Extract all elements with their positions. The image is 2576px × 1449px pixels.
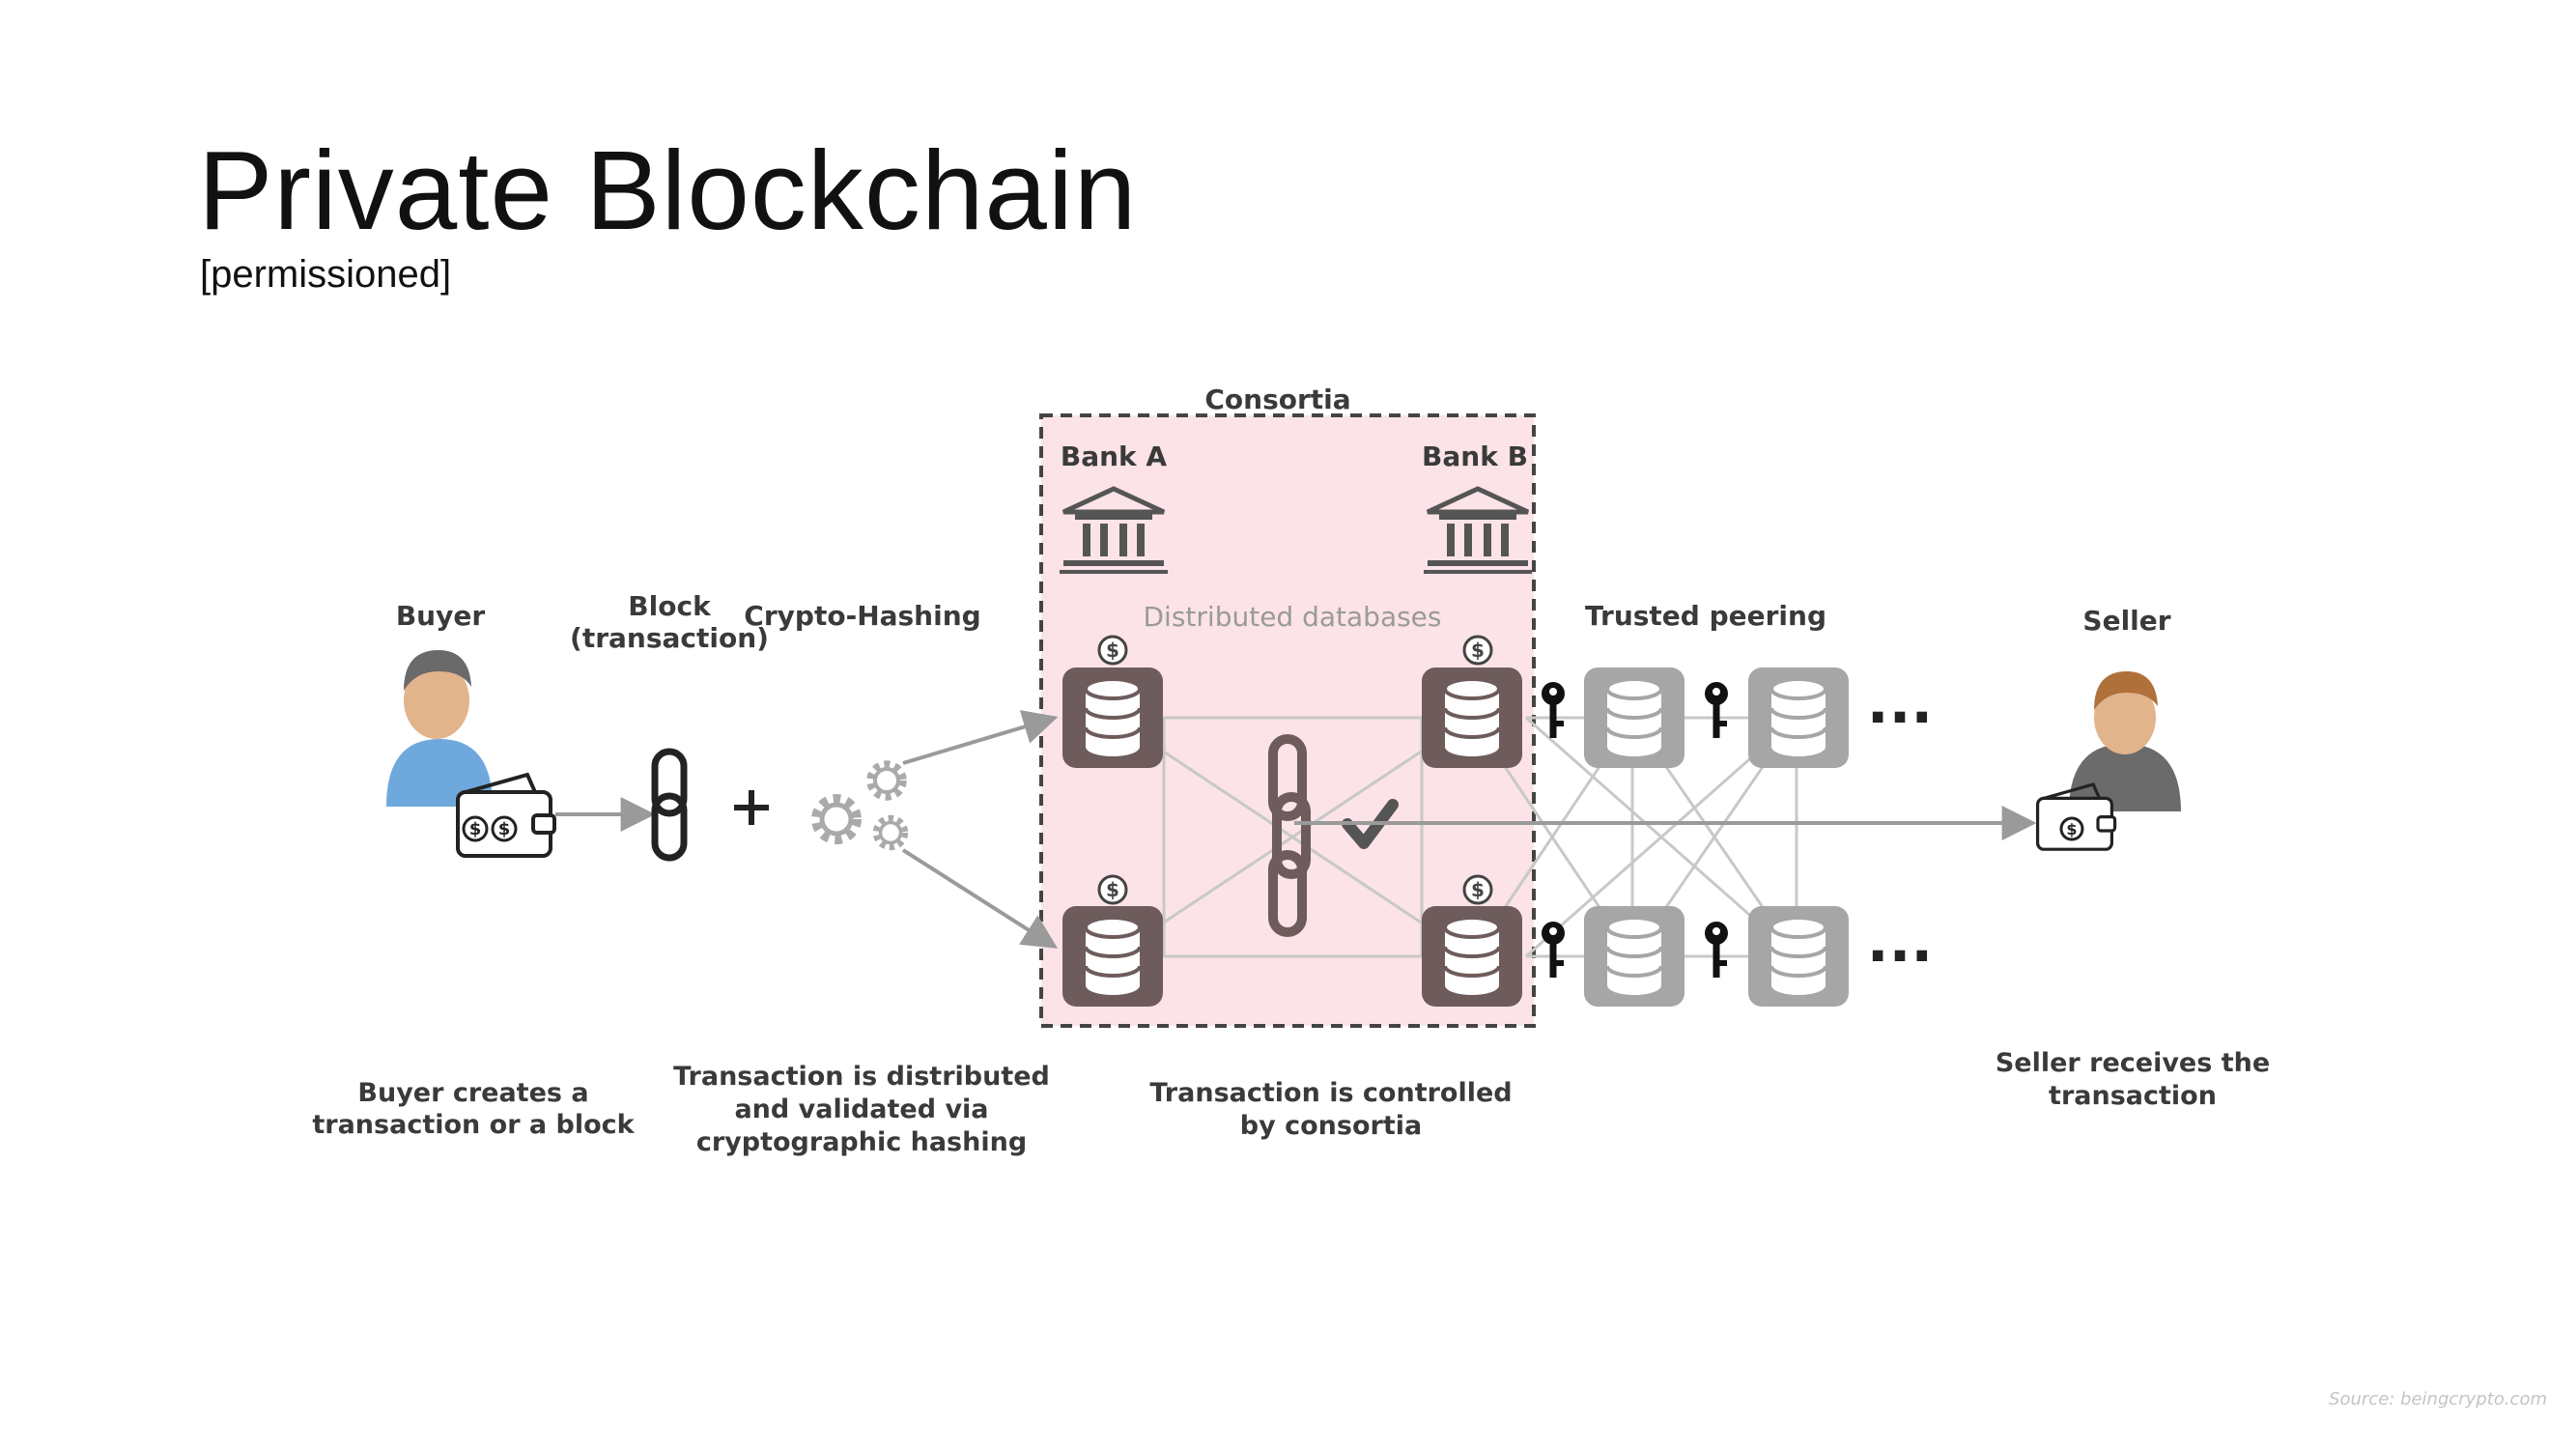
checkmark-icon: [1342, 799, 1399, 849]
key-icon: [1705, 922, 1728, 978]
svg-text:$: $: [498, 819, 511, 839]
peering-ellipsis-bottom: ...: [1867, 908, 1933, 976]
svg-text:cryptographic hashing: cryptographic hashing: [696, 1127, 1027, 1157]
seller-label: Seller: [2082, 605, 2170, 637]
buyer-label: Buyer: [396, 600, 486, 632]
consortia-caption: Transaction is controlled by consortia: [1149, 1078, 1512, 1141]
block-label-line2: (transaction): [570, 622, 769, 654]
peering-ellipsis-top: ...: [1867, 669, 1933, 737]
bank-database-a-bottom: [1061, 904, 1165, 1009]
key-icon: [1542, 922, 1565, 978]
svg-text:$: $: [2066, 820, 2077, 838]
svg-text:Buyer creates a: Buyer creates a: [357, 1078, 588, 1108]
source-credit: Source: beingcrypto.com: [2329, 1389, 2547, 1409]
bank-database-b-top: [1420, 666, 1524, 770]
block-chain-link-icon: [651, 748, 688, 862]
svg-text:$: $: [1471, 878, 1485, 901]
seller-caption: Seller receives the transaction: [1996, 1048, 2270, 1111]
dollar-coin-icons: $ $ $ $: [1097, 635, 1493, 905]
svg-text:Seller receives the: Seller receives the: [1996, 1048, 2270, 1078]
bank-database-a-top: [1061, 666, 1165, 770]
svg-text:$: $: [469, 819, 482, 839]
peer-database-3: [1582, 904, 1686, 1009]
peer-database-2: [1746, 666, 1851, 770]
bank-a-label: Bank A: [1061, 440, 1168, 472]
peer-database-4: [1746, 904, 1851, 1009]
svg-text:transaction or a block: transaction or a block: [312, 1110, 635, 1140]
slide-subtitle: [permissioned]: [200, 253, 452, 296]
buyer-caption: Buyer creates a transaction or a block: [312, 1078, 635, 1140]
chain-link-icon: [1268, 734, 1311, 937]
block-label-line1: Block: [628, 590, 712, 622]
buyer-person-icon: [386, 650, 493, 807]
svg-text:by consortia: by consortia: [1240, 1111, 1422, 1141]
arrow-hashing-to-bank-a-top: [902, 710, 1059, 765]
distributed-databases-label: Distributed databases: [1144, 601, 1442, 633]
seller-person-icon: [2069, 671, 2181, 811]
bank-b-label: Bank B: [1422, 440, 1528, 472]
plus-icon: [734, 790, 769, 825]
svg-text:Transaction is distributed: Transaction is distributed: [673, 1062, 1050, 1092]
crypto-hashing-label: Crypto-Hashing: [744, 600, 980, 632]
svg-text:$: $: [1106, 639, 1119, 662]
trusted-peering-label: Trusted peering: [1585, 600, 1826, 632]
peer-database-1: [1582, 666, 1686, 770]
svg-text:$: $: [1106, 878, 1119, 901]
arrow-hashing-to-bank-a-bottom: [901, 848, 1059, 949]
svg-text:$: $: [1471, 639, 1485, 662]
svg-text:transaction: transaction: [2049, 1081, 2217, 1111]
gears-icon: [817, 765, 904, 846]
bank-database-b-bottom: [1420, 904, 1524, 1009]
buyer-dollar-coins: $ $: [462, 815, 518, 842]
consortia-label: Consortia: [1204, 384, 1350, 415]
slide-title: Private Blockchain: [198, 128, 1138, 253]
key-icon: [1705, 682, 1728, 738]
svg-text:and validated via: and validated via: [734, 1094, 988, 1124]
svg-text:Transaction is controlled: Transaction is controlled: [1149, 1078, 1512, 1108]
key-icon: [1542, 682, 1565, 738]
seller-dollar-coin: $: [2059, 816, 2084, 841]
hashing-caption: Transaction is distributed and validated…: [673, 1062, 1050, 1157]
